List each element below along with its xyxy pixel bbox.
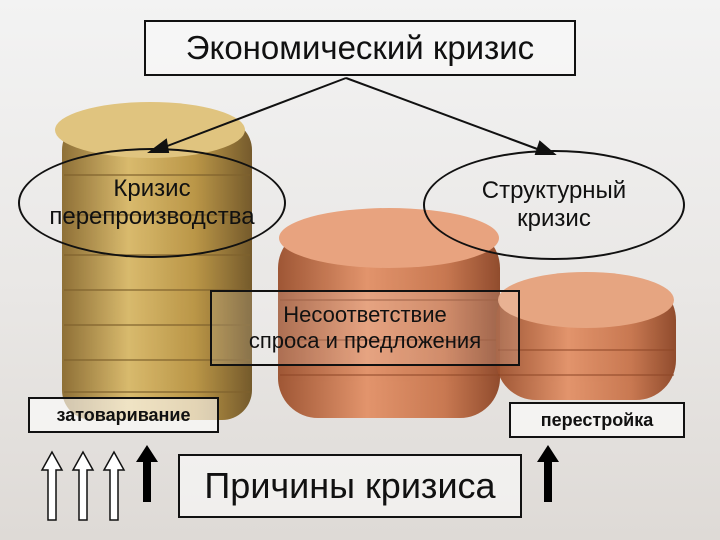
arrow-up-icon [136,445,158,502]
overstocking-box: затоваривание [28,397,219,433]
overproduction-crisis-label: Кризис перепроизводства [49,175,255,230]
arrow-up-icon [40,450,64,521]
arrow-up-icon [102,450,126,521]
crisis-causes-box: Причины кризиса [178,454,522,518]
hollow-arrows-group [40,450,126,521]
mismatch-line-2: спроса и предложения [248,328,482,353]
copper-coin-stack-small [496,272,676,400]
supply-demand-mismatch-box: Несоответствие спроса и предложения [210,290,520,366]
structural-crisis-ellipse: Структурный кризис [423,150,685,260]
diagram-title: Экономический кризис [144,20,576,76]
restructuring-box: перестройка [509,402,685,438]
arrow-up-icon [71,450,95,521]
mismatch-line-1: Несоответствие [283,301,447,327]
overproduction-crisis-ellipse: Кризис перепроизводства [18,148,286,258]
arrow-up-icon [537,445,559,502]
structural-crisis-label: Структурный кризис [481,177,627,232]
